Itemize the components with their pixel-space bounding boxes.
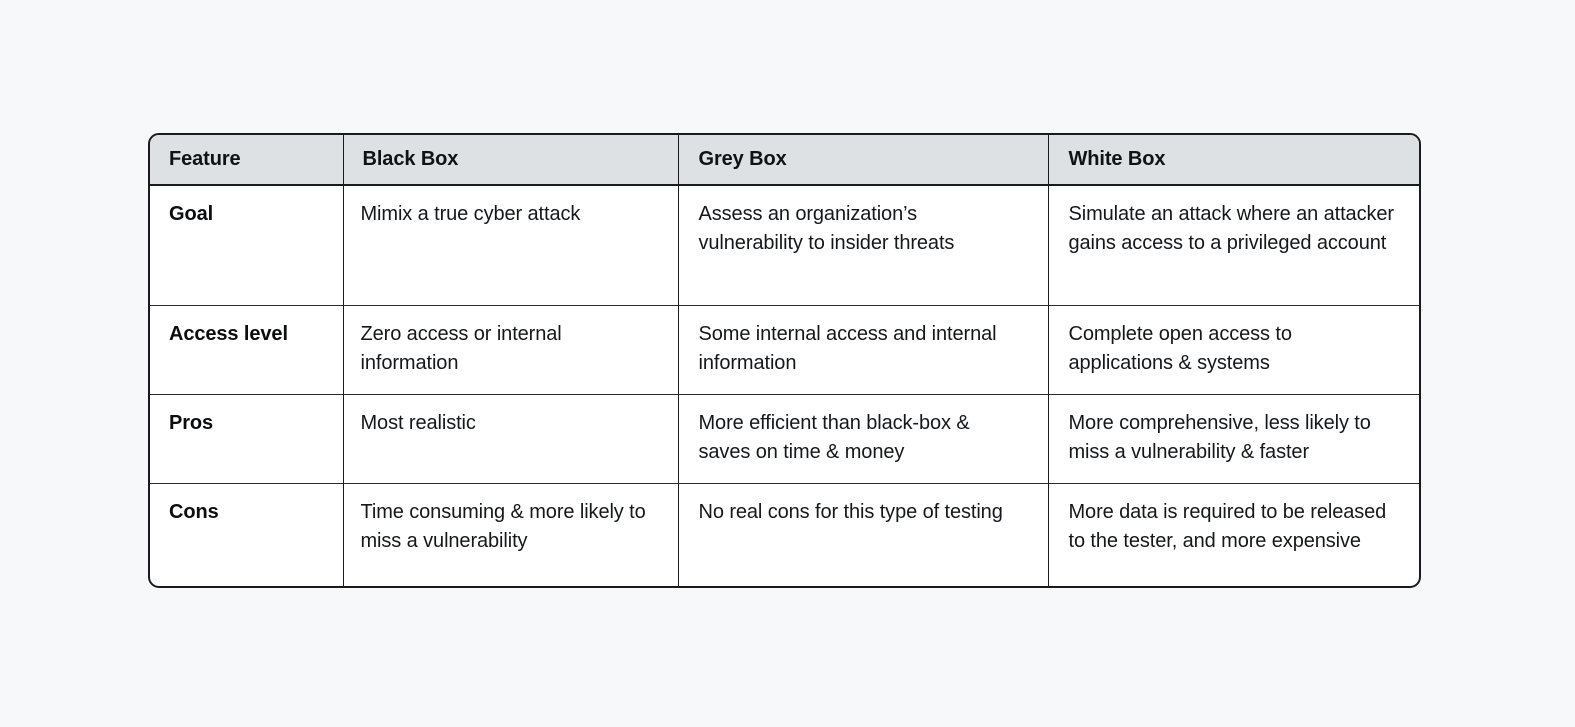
comparison-table-grid: Feature Black Box Grey Box White Box Goa…: [150, 135, 1419, 586]
cell-pros-black-box: Most realistic: [343, 394, 679, 484]
row-label-pros: Pros: [150, 394, 344, 484]
table-row: Access level Zero access or internal inf…: [150, 305, 1419, 395]
cell-cons-white-box: More data is required to be released to …: [1068, 500, 1387, 552]
row-label-cons: Cons: [150, 483, 344, 586]
table-row: Pros Most realistic More efficient than …: [150, 394, 1419, 484]
column-header-white-box: White Box: [1048, 135, 1419, 186]
row-label-access-level: Access level: [150, 305, 344, 395]
table-body: Goal Mimix a true cyber attack Assess an…: [150, 185, 1419, 586]
comparison-table: Feature Black Box Grey Box White Box Goa…: [148, 133, 1421, 588]
column-header-black-box: Black Box: [343, 135, 679, 186]
cell-goal-black-box: Mimix a true cyber attack: [343, 185, 679, 306]
cell-goal-white-box: Simulate an attack where an attacker gai…: [1048, 185, 1419, 306]
cell-cons-black-box: Time consuming & more likely to miss a v…: [343, 483, 679, 586]
cell-pros-grey-box: More efficient than black-box & saves on…: [678, 394, 1049, 484]
table-row: Goal Mimix a true cyber attack Assess an…: [150, 185, 1419, 306]
table-row: Cons Time consuming & more likely to mis…: [150, 483, 1419, 586]
table-header-row: Feature Black Box Grey Box White Box: [150, 135, 1419, 186]
column-header-grey-box: Grey Box: [678, 135, 1049, 186]
cell-access-level-white-box: Complete open access to applications & s…: [1048, 305, 1419, 395]
cell-access-level-black-box: Zero access or internal information: [343, 305, 679, 395]
table-header: Feature Black Box Grey Box White Box: [150, 135, 1419, 186]
cell-goal-grey-box: Assess an organization’s vulnerability t…: [678, 185, 1049, 306]
column-header-feature: Feature: [150, 135, 344, 186]
cell-cons-grey-box: No real cons for this type of testing: [678, 483, 1049, 586]
cell-pros-white-box: More comprehensive, less likely to miss …: [1048, 394, 1419, 484]
cell-access-level-grey-box: Some internal access and internal inform…: [678, 305, 1049, 395]
row-label-goal: Goal: [150, 185, 344, 306]
